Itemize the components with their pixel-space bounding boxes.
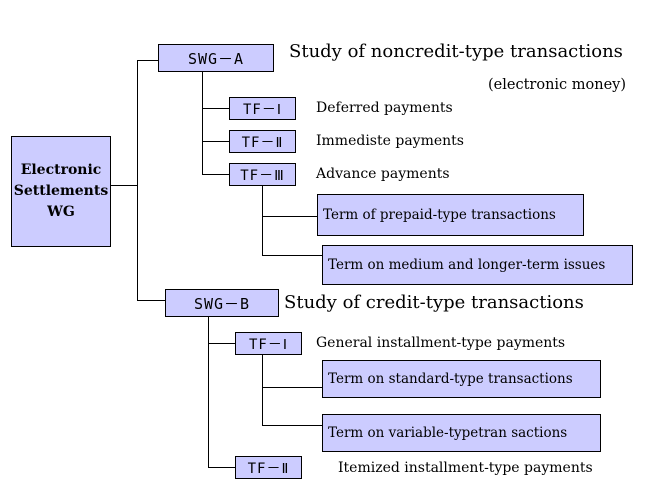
- swg-a-tf3-term-medium-longer: Term on medium and longer-term issues: [322, 245, 633, 285]
- swg-b-label: SWG－B: [193, 294, 251, 313]
- connector-tf3-terms: [262, 186, 263, 256]
- root-label-line3: WG: [47, 204, 75, 220]
- swg-a-subtitle: (electronic money): [488, 77, 627, 93]
- swg-a-tf3-label: TF－Ⅲ: [240, 167, 285, 184]
- connector-swg-a-tf: [202, 71, 203, 175]
- term-label: Term on standard-type transactions: [328, 371, 573, 387]
- connector-swg-b: [137, 300, 165, 301]
- connector-swg-b-tf: [208, 317, 209, 468]
- root-label-line1: Electronic: [20, 162, 102, 178]
- connector-trunk: [137, 60, 138, 300]
- connector-swg-a-tf2: [202, 141, 229, 142]
- root-box-electronic-settlements-wg: Electronic Settlements WG: [11, 136, 111, 247]
- term-label: Term of prepaid-type transactions: [323, 207, 556, 223]
- connector-b-tf1-terms: [262, 354, 263, 426]
- connector-tf3-term2: [262, 255, 322, 256]
- swg-b-tf2-box: TF－Ⅱ: [235, 456, 302, 479]
- connector-swg-a: [137, 60, 158, 61]
- connector-swg-b-tf1: [208, 343, 235, 344]
- swg-a-box: SWG－A: [158, 44, 274, 72]
- swg-a-tf2-desc: Immediste payments: [316, 133, 464, 149]
- swg-a-tf2-box: TF－Ⅱ: [229, 130, 296, 153]
- term-label: Term on medium and longer-term issues: [328, 257, 606, 273]
- swg-a-tf3-term-prepaid: Term of prepaid-type transactions: [317, 194, 584, 236]
- swg-a-label: SWG－A: [187, 49, 245, 68]
- swg-a-tf1-desc: Deferred payments: [316, 100, 453, 116]
- swg-b-tf1-box: TF－Ⅰ: [235, 332, 302, 355]
- connector-root: [110, 185, 138, 186]
- swg-b-tf2-desc: Itemized installment-type payments: [338, 460, 593, 476]
- term-label: Term on variable-typetran sactions: [328, 425, 568, 441]
- connector-b-tf1-term2: [262, 425, 322, 426]
- swg-b-tf1-desc: General installment-type payments: [316, 335, 566, 351]
- swg-b-tf1-term-standard: Term on standard-type transactions: [322, 360, 601, 398]
- connector-b-tf1-term1: [262, 387, 322, 388]
- connector-tf3-term1: [262, 216, 317, 217]
- swg-b-tf2-label: TF－Ⅱ: [247, 460, 290, 477]
- root-label-line2: Settlements: [13, 183, 109, 199]
- swg-a-title: Study of noncredit-type transactions: [289, 41, 623, 62]
- swg-a-tf1-label: TF－Ⅰ: [243, 101, 282, 118]
- swg-b-tf1-term-variable: Term on variable-typetran sactions: [322, 414, 601, 452]
- connector-swg-b-tf2: [208, 467, 235, 468]
- swg-a-tf2-label: TF－Ⅱ: [241, 134, 284, 151]
- connector-swg-a-tf1: [202, 108, 229, 109]
- swg-b-title: Study of credit-type transactions: [284, 292, 584, 313]
- swg-a-tf3-desc: Advance payments: [316, 166, 450, 182]
- swg-b-tf1-label: TF－Ⅰ: [249, 336, 288, 353]
- connector-swg-a-tf3: [202, 174, 229, 175]
- swg-a-tf3-box: TF－Ⅲ: [229, 163, 296, 186]
- swg-b-box: SWG－B: [165, 289, 279, 317]
- swg-a-tf1-box: TF－Ⅰ: [229, 97, 296, 120]
